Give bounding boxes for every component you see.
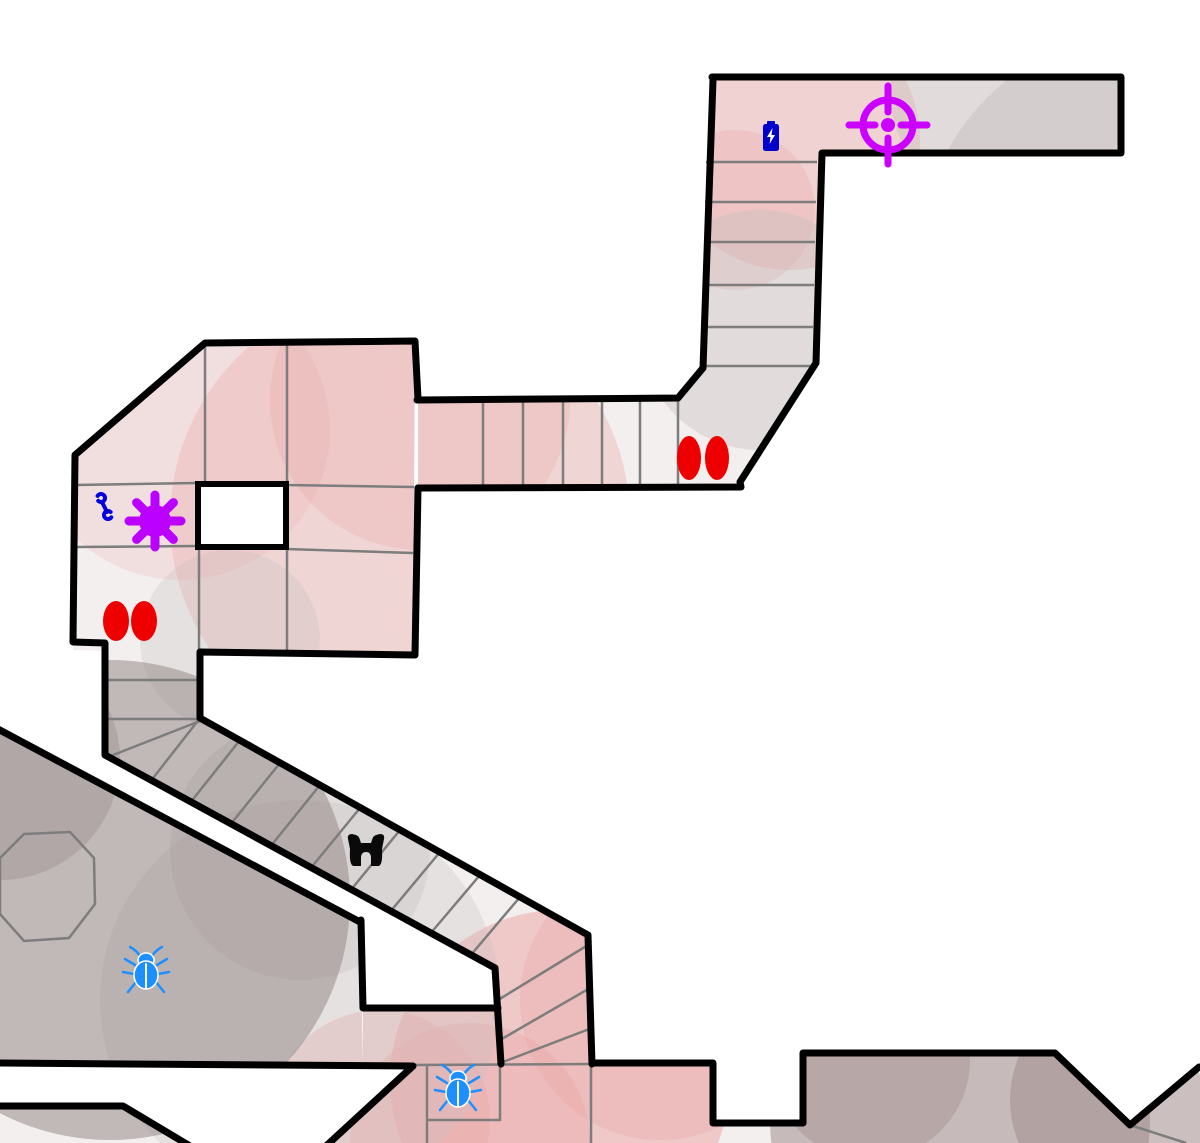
wall-band-right bbox=[588, 1049, 1200, 1129]
red-marker-pair[interactable] bbox=[677, 436, 729, 480]
grid-top-corridor bbox=[703, 160, 817, 368]
wall-band-left bbox=[0, 1059, 417, 1143]
wall-bigroom-top bbox=[0, 726, 364, 926]
wrench-icon[interactable] bbox=[95, 492, 114, 521]
wall-top-corridor-inner bbox=[413, 76, 717, 404]
robot-icon[interactable] bbox=[347, 834, 385, 866]
grid-room bbox=[75, 344, 415, 653]
wall-top-corridor-outer bbox=[414, 73, 1125, 492]
bug-icon[interactable] bbox=[433, 1063, 483, 1112]
bug-icon[interactable] bbox=[121, 945, 171, 994]
red-marker-pair[interactable] bbox=[103, 601, 157, 641]
wall-room-upper bbox=[69, 337, 505, 1068]
grid-mid-corridor bbox=[481, 400, 680, 488]
burst-icon[interactable] bbox=[124, 490, 186, 552]
wall-corner-piece bbox=[0, 1102, 192, 1143]
wall-connector bbox=[357, 916, 502, 1012]
walls bbox=[0, 73, 1200, 1143]
battery-charging-icon[interactable] bbox=[763, 121, 779, 151]
octagon-obstacle bbox=[0, 830, 97, 943]
wall-room-lower bbox=[196, 484, 596, 1068]
goal-crosshair-icon[interactable] bbox=[845, 82, 931, 168]
obstacle-hole bbox=[195, 481, 289, 550]
